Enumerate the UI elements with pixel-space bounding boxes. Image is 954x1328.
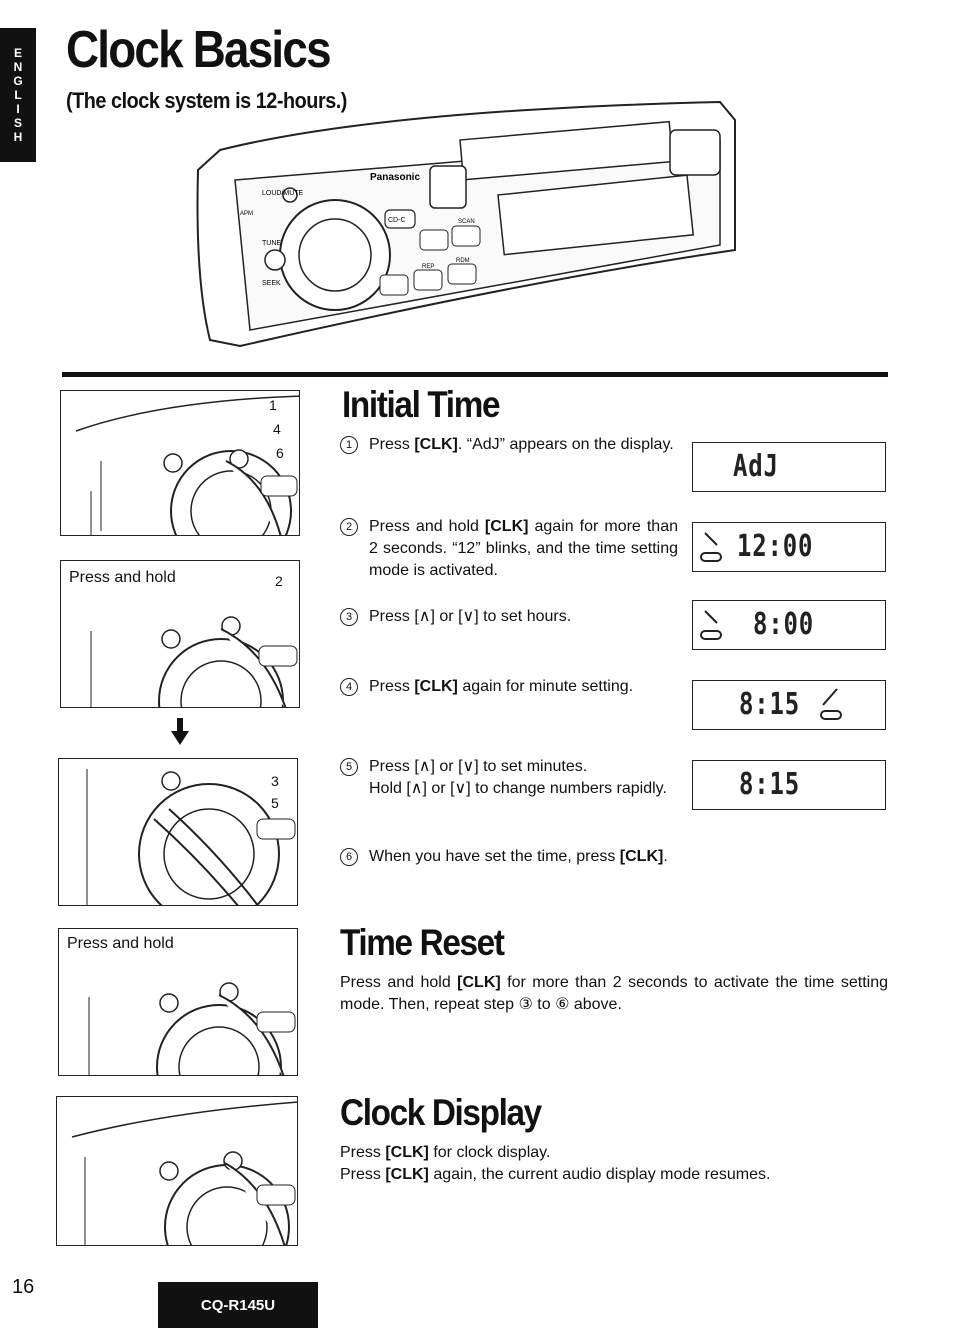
step-text: Hold [∧] or [∨] to change numbers rapidl… [369,780,667,797]
thumb-time-reset: Press and hold [58,928,298,1076]
clock-display-title: Clock Display [340,1092,542,1133]
lcd-text: 12:00 [737,529,814,564]
blink-indicator-icon [700,532,722,562]
step-key: [CLK] [619,848,664,865]
lcd-text: 8:15 [739,767,800,802]
body-key: [CLK] [385,1144,429,1161]
time-reset-text: Press and hold [CLK] for more than 2 sec… [340,972,888,1016]
step-text: again for minute setting. [457,678,634,695]
body-text: Press [340,1166,386,1183]
lang-letter: G [13,74,23,88]
lcd-display-12: 12:00 [692,522,886,572]
model-badge: CQ-R145U [158,1282,318,1328]
step-2: 2 Press and hold [CLK] again for more th… [340,516,678,582]
brand-label: Panasonic [370,172,420,183]
button-label: SEEK [262,280,281,287]
press-and-hold-label: Press and hold [69,569,176,586]
body-text: Press [340,1144,386,1161]
lcd-display-minutes: 8:15 [692,680,886,730]
language-tab: E N G L I S H [0,28,36,162]
step-number: 1 [340,436,358,454]
lang-letter: N [13,60,23,74]
body-text: again, the current audio display mode re… [428,1166,771,1183]
lcd-display-hours: 8:00 [692,600,886,650]
body-key: [CLK] [457,974,501,991]
body-text: for more than 2 seconds to activate the … [340,974,888,1013]
lang-letter: H [13,130,23,144]
step-5: 5 Press [∧] or [∨] to set minutes. Hold [… [340,756,678,800]
step-number: 2 [340,518,358,536]
callout-4: 4 [273,421,281,437]
lcd-display-set: 8:15 [692,760,886,810]
step-text: Press [∧] or [∨] to set minutes. [369,758,588,775]
radio-closeup-icon [88,982,296,1075]
page-number: 16 [12,1276,35,1298]
lang-letter: I [16,102,20,116]
page-subtitle: (The clock system is 12-hours.) [66,88,347,113]
lcd-text: AdJ [733,449,779,484]
step-text: Press [369,436,415,453]
body-key: [CLK] [385,1166,429,1183]
blink-indicator-icon [700,610,722,640]
step-key: [CLK] [414,678,458,695]
step-4: 4 Press [CLK] again for minute setting. [340,676,678,698]
step-number: 5 [340,758,358,776]
lcd-text: 8:00 [753,607,814,642]
callout-2: 2 [275,573,283,589]
page-title: Clock Basics [66,21,332,79]
time-reset-title: Time Reset [340,922,505,963]
step-text: again for more than 2 seconds. “12” blin… [369,518,678,579]
radio-closeup-icon [75,395,299,535]
step-text: Press [∧] or [∨] to set hours. [369,608,572,625]
thumb-step-3-5: 3 5 [58,758,298,906]
step-text: . [663,848,668,865]
thumb-clock-display [56,1096,298,1246]
radio-closeup-icon [71,1101,297,1245]
lang-letter: E [13,46,22,60]
initial-time-title: Initial Time [342,384,500,425]
lang-letter: L [14,88,22,102]
step-key: [CLK] [414,436,458,453]
button-label: LOUD/MUTE [262,190,304,197]
button-label: TUNE [262,240,281,247]
lang-letter: S [13,116,22,130]
button-label: APM [240,211,253,217]
press-and-hold-label: Press and hold [67,935,174,952]
radio-closeup-icon [90,616,298,707]
lcd-text: 8:15 [739,687,800,722]
body-text: Press and hold [340,974,458,991]
step-number: 3 [340,608,358,626]
step-text: Press [369,678,415,695]
clock-display-text: Press [CLK] for clock display. Press [CL… [340,1142,888,1186]
blink-indicator-icon [820,688,842,720]
button-label: RDM [456,258,470,264]
step-number: 4 [340,678,358,696]
callout-6: 6 [276,445,284,461]
body-text: for clock display. [428,1144,551,1161]
step-text: When you have set the time, press [369,848,620,865]
step-3: 3 Press [∧] or [∨] to set hours. [340,606,678,628]
lcd-display-adj: AdJ [692,442,886,492]
button-label: SCAN [458,219,475,225]
step-text: Press and hold [369,518,485,535]
step-number: 6 [340,848,358,866]
callout-5: 5 [271,795,279,811]
button-label: REP [422,264,434,270]
step-6: 6 When you have set the time, press [CLK… [340,846,678,868]
step-text: . “AdJ” appears on the display. [457,436,674,453]
callout-3: 3 [271,773,279,789]
callout-1: 1 [269,397,277,413]
radio-closeup-icon [86,769,296,905]
thumb-step-1: 1 4 6 [60,390,300,536]
section-divider [62,372,888,377]
thumb-step-2: Press and hold 2 [60,560,300,708]
step-1: 1 Press [CLK]. “AdJ” appears on the disp… [340,434,678,456]
radio-front-panel-illustration: Panasonic LOUD/MUTE TUNE SEEK CD-C APM S… [196,100,736,348]
step-key: [CLK] [484,518,529,535]
arrow-down-icon [171,718,189,745]
button-label: CD-C [388,217,406,224]
